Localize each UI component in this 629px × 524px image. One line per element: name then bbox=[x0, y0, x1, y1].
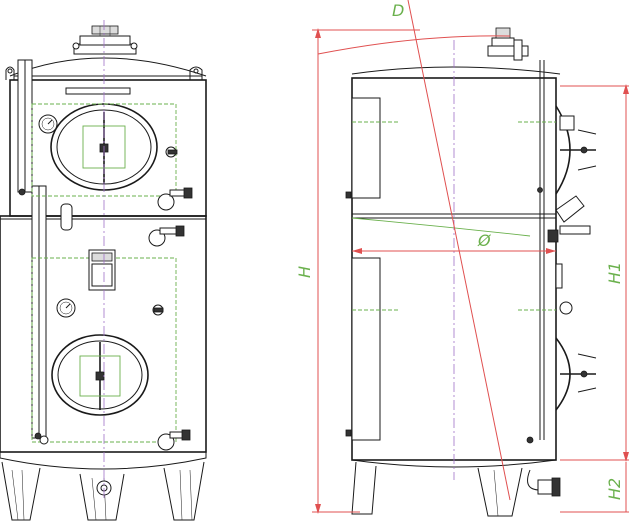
front-valve-lower-middle bbox=[148, 225, 185, 247]
side-view bbox=[317, 0, 597, 517]
front-drain-valve bbox=[39, 435, 49, 445]
side-lower-manhole bbox=[555, 337, 597, 411]
front-lower-manhole bbox=[51, 334, 149, 416]
front-thermometer-upper bbox=[38, 114, 58, 134]
front-level-gauge-lower bbox=[31, 185, 47, 440]
side-roof bbox=[351, 66, 561, 75]
dimension-H-label: H bbox=[295, 266, 314, 278]
front-valve-middle-right bbox=[157, 187, 193, 211]
side-panel-lower bbox=[351, 257, 381, 441]
front-lifting-lug-right bbox=[189, 66, 203, 80]
front-top-manhole bbox=[72, 25, 138, 55]
front-sample-tube bbox=[60, 203, 73, 231]
dimension-H1-label: H1 bbox=[605, 262, 624, 284]
dimension-H: H bbox=[295, 28, 420, 514]
front-level-gauge-upper bbox=[17, 59, 33, 196]
side-thermometer bbox=[559, 301, 573, 315]
side-angled-valve bbox=[547, 195, 591, 243]
side-control-box bbox=[555, 263, 563, 289]
front-view bbox=[0, 20, 207, 521]
front-valve-bottom-right bbox=[157, 429, 191, 451]
side-top-manhole bbox=[487, 27, 529, 61]
front-bottom bbox=[0, 452, 207, 470]
dimension-diameter-label: Ø bbox=[477, 231, 491, 250]
front-thermometer-lower bbox=[56, 298, 76, 318]
side-bottom-outlet bbox=[527, 469, 561, 497]
dimension-D-label: D bbox=[392, 1, 404, 20]
side-legs bbox=[351, 461, 523, 517]
front-roof bbox=[9, 57, 207, 77]
dimension-H2: H2 bbox=[560, 462, 629, 513]
dimension-H2-label: H2 bbox=[605, 478, 624, 500]
side-bottom bbox=[351, 459, 557, 468]
side-diagonal-line bbox=[407, 0, 511, 501]
side-upper-manhole bbox=[555, 105, 597, 195]
front-lifting-lug-left bbox=[5, 66, 15, 80]
front-lower-shell bbox=[0, 215, 207, 453]
front-control-plate bbox=[88, 249, 116, 291]
front-valve-lower-small bbox=[152, 304, 164, 316]
side-panel-upper bbox=[351, 97, 381, 199]
dimension-diameter-internal: Ø bbox=[352, 231, 556, 254]
front-valve-upper-right bbox=[165, 146, 178, 158]
dimension-H1: H1 bbox=[560, 84, 629, 462]
diameter-arc bbox=[317, 35, 511, 55]
